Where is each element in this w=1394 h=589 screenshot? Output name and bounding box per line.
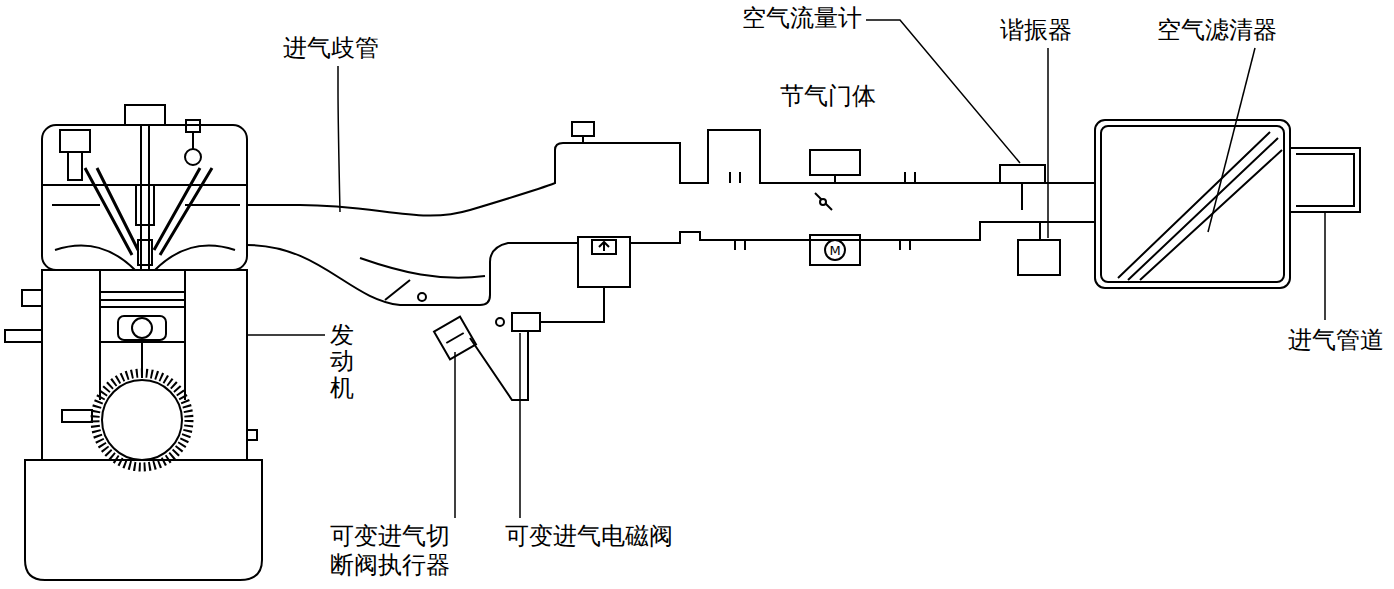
drawing-stroke: [1018, 240, 1060, 275]
drawing-stroke: [141, 342, 143, 378]
drawing-stroke: [866, 20, 1020, 163]
motor-symbol-letter: M: [829, 244, 840, 257]
drawing-stroke: [572, 122, 594, 136]
drawing-stroke: [247, 430, 257, 440]
drawing-stroke: [248, 334, 325, 336]
drawing-stroke: [540, 287, 604, 322]
drawing-stroke: [22, 290, 42, 306]
part-label: 发动机: [330, 322, 354, 401]
drawing-stroke: [85, 168, 138, 255]
part-label: 空气流量计: [742, 4, 862, 33]
drawing-stroke: [1000, 165, 1045, 183]
drawing-stroke: [55, 246, 235, 271]
drawing-stroke: [1290, 148, 1360, 212]
drawing-stroke: [834, 175, 836, 183]
drawing-stroke: [141, 125, 149, 270]
drawing-stroke: [1324, 212, 1326, 320]
drawing-stroke: [496, 318, 504, 326]
part-label: 可变进气切 断阀执行器: [330, 522, 455, 580]
drawing-stroke: [136, 185, 154, 225]
drawing-stroke: [1208, 48, 1255, 232]
drawing-stroke: [599, 242, 609, 251]
drawing-stroke: [100, 300, 185, 307]
part-label: 进气歧管: [283, 34, 379, 63]
drawing-stroke: [100, 292, 185, 342]
drawing-stroke: [138, 240, 152, 265]
drawing-stroke: [247, 222, 1095, 305]
drawing-stroke: [512, 313, 540, 331]
drawing-stroke: [1101, 126, 1284, 282]
drawing-stroke: [820, 199, 826, 205]
drawing-stroke: [247, 130, 1095, 216]
part-label: 空气滤清器: [1157, 16, 1277, 45]
drawing-stroke: [735, 240, 910, 250]
drawing-stroke: [446, 333, 463, 343]
drawing-stroke: [5, 330, 42, 342]
drawing-stroke: [1039, 222, 1041, 240]
part-label: 谐振器: [1000, 16, 1072, 45]
drawing-stroke: [1095, 120, 1290, 288]
drawing-stroke: [42, 270, 247, 460]
drawing-stroke: [102, 380, 182, 460]
drawing-stroke: [825, 240, 845, 260]
drawing-stroke: [418, 293, 426, 301]
drawing-stroke: [385, 280, 410, 300]
drawing-stroke: [95, 373, 189, 467]
intake-duct: [247, 122, 1095, 400]
drawing-stroke: [730, 172, 915, 183]
drawing-stroke: [582, 136, 584, 143]
drawing-stroke: [154, 168, 212, 255]
drawing-stroke: [118, 316, 166, 340]
drawing-stroke: [68, 152, 82, 180]
drawing-stroke: [52, 204, 240, 206]
part-label: 节气门体: [780, 82, 876, 111]
drawing-stroke: [578, 237, 630, 287]
drawing-stroke: [810, 235, 860, 265]
drawing-stroke: [1047, 48, 1049, 238]
drawing-stroke: [42, 125, 247, 270]
drawing-stroke: [60, 130, 90, 152]
drawing-stroke: [125, 105, 165, 125]
leader-lines: [248, 20, 1325, 518]
drawing-stroke: [454, 352, 456, 518]
drawing-stroke: [132, 318, 152, 338]
drawing-stroke: [192, 132, 194, 149]
drawing-stroke: [592, 240, 616, 254]
air-filter: [1095, 120, 1360, 288]
drawing-stroke: [1118, 132, 1282, 280]
drawing-stroke: [338, 66, 340, 212]
drawing-stroke: [1021, 183, 1023, 210]
drawing-stroke: [815, 193, 832, 210]
part-label: 可变进气电磁阀: [505, 522, 673, 551]
drawing-stroke: [360, 258, 485, 278]
drawing-stroke: [25, 460, 262, 580]
drawing-stroke: [519, 333, 521, 518]
drawing-stroke: [185, 149, 201, 165]
drawing-stroke: [810, 150, 860, 175]
part-label: 进气管道: [1288, 326, 1384, 355]
drawing-stroke: [186, 120, 200, 132]
engine: [5, 105, 262, 580]
drawing-stroke: [62, 410, 92, 422]
